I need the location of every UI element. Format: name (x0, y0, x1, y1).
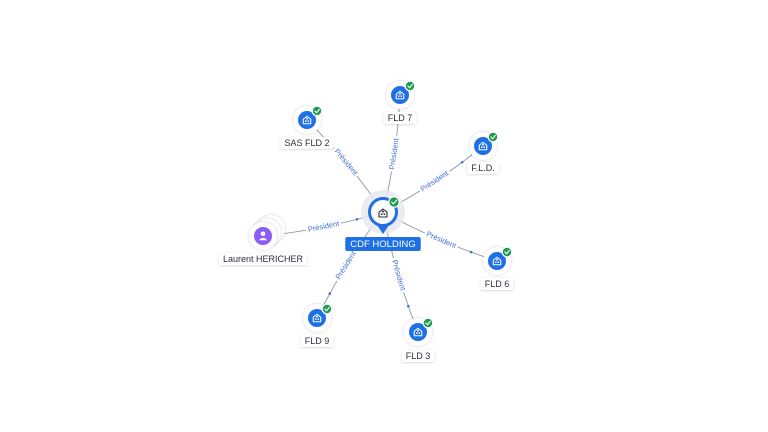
node-disc (409, 323, 427, 341)
verified-check-icon (501, 246, 513, 258)
company-building-icon (395, 90, 405, 100)
company-node[interactable]: F.L.D. (467, 131, 499, 174)
company-building-icon (478, 141, 488, 151)
verified-check-icon (422, 317, 434, 329)
center-pin-tail (377, 225, 389, 234)
edge-arrow-marker (407, 304, 410, 308)
company-building-icon (312, 313, 322, 323)
company-label-box: FLD 7 (383, 112, 417, 124)
center-label-badge: CDF HOLDING (345, 237, 421, 251)
company-label-box: FLD 3 (401, 350, 435, 362)
company-node[interactable]: SAS FLD 2 (280, 105, 334, 149)
node-disc (298, 111, 316, 129)
company-node[interactable]: FLD 7 (383, 80, 417, 124)
edge-label: Président (419, 168, 451, 193)
person-icon (258, 231, 268, 241)
company-label-box: F.L.D. (467, 162, 499, 174)
node-disc (474, 137, 492, 155)
node-disc (391, 86, 409, 104)
company-label: FLD 7 (388, 113, 413, 123)
edge-label: Président (333, 147, 361, 178)
company-label: SAS FLD 2 (284, 138, 329, 148)
nodes-layer: SAS FLD 2 FLD 7 F.L.D. FLD 6 FLD 3 FLD 9 Laure… (218, 80, 514, 362)
center-company-node[interactable]: CDF HOLDING (345, 190, 421, 251)
person-label-box: Laurent HERICHER (218, 253, 308, 265)
verified-check-icon (487, 131, 499, 143)
edge-arrow-marker (460, 160, 464, 164)
company-label-box: FLD 6 (480, 278, 514, 290)
edge-label: Président (334, 249, 359, 281)
company-label: FLD 9 (305, 336, 330, 346)
node-disc (308, 309, 326, 327)
person-node[interactable]: Laurent HERICHER (218, 215, 308, 265)
company-label: FLD 6 (485, 279, 510, 289)
edge-label: Président (390, 259, 408, 293)
verified-check-icon (321, 303, 333, 315)
node-disc (488, 252, 506, 270)
company-node[interactable]: FLD 9 (300, 303, 334, 347)
company-label: FLD 3 (406, 351, 431, 361)
verified-check-icon (388, 196, 400, 208)
edge-arrow-marker (469, 250, 473, 254)
company-building-icon (378, 208, 388, 218)
company-node[interactable]: FLD 6 (480, 246, 514, 290)
company-label-box: SAS FLD 2 (280, 137, 334, 149)
company-building-icon (492, 256, 502, 266)
verified-check-icon (404, 80, 416, 92)
edge-arrow-marker (355, 217, 359, 221)
company-node[interactable]: FLD 3 (401, 317, 435, 362)
company-label: F.L.D. (471, 163, 495, 173)
edge-arrow-marker (328, 292, 332, 295)
person-label: Laurent HERICHER (223, 254, 304, 264)
verified-check-icon (311, 105, 323, 117)
company-label-box: FLD 9 (300, 335, 334, 347)
company-building-icon (413, 327, 423, 337)
company-building-icon (302, 115, 312, 125)
center-label: CDF HOLDING (350, 239, 415, 250)
